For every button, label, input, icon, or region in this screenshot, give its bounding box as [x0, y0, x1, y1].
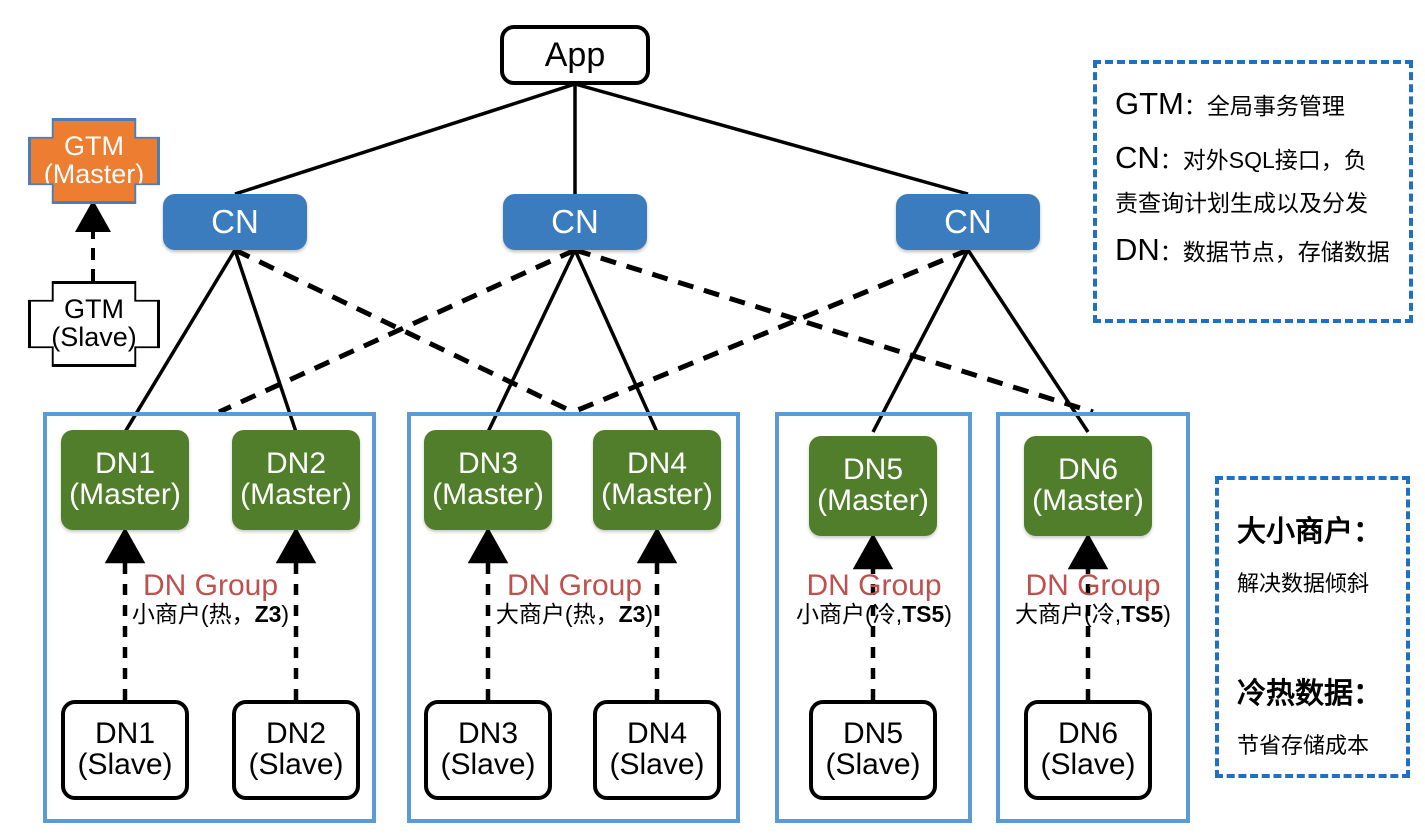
dn-group-caption-4: DN Group 大商户(冷,TS5) [998, 570, 1188, 628]
link-cn2-dn3 [486, 249, 577, 433]
dn-master-5-label-2: (Master) [817, 484, 929, 517]
link-cn1-dn2 [233, 249, 298, 433]
link-cn1-group2 [233, 247, 575, 415]
dn-master-node-5[interactable]: DN5 (Master) [809, 436, 937, 536]
app-to-cn-links [234, 82, 969, 196]
dn-group-4-subtitle: 大商户(冷,TS5) [1015, 600, 1171, 627]
dn-slave-4-label-1: DN4 [626, 717, 687, 751]
dn-group-box-3 [775, 412, 972, 823]
dn-slave-1-label-1: DN1 [94, 717, 155, 751]
dn-slave-2-label-2: (Slave) [248, 748, 344, 781]
dn-group-1-title: DN Group [142, 569, 279, 602]
dn-group-caption-3: DN Group 小商户(冷,TS5) [779, 570, 969, 628]
dn-slave-node-5[interactable]: DN5 (Slave) [809, 700, 937, 800]
dn-master-node-2[interactable]: DN2 (Master) [232, 430, 360, 530]
cn-to-dn-dashed-links [217, 247, 1094, 415]
cn-node-3-label: CN [944, 203, 992, 241]
cn-node-1[interactable]: CN [163, 194, 307, 250]
dn-master-node-4[interactable]: DN4 (Master) [593, 430, 721, 530]
dn-slave-node-1[interactable]: DN1 (Slave) [61, 700, 189, 800]
dn-group-3-subtitle: 小商户(冷,TS5) [796, 600, 952, 627]
dn-master-4-label-1: DN4 [626, 447, 687, 481]
cn-node-1-label: CN [211, 203, 259, 241]
gtm-slave-label-1: GTM [64, 294, 124, 325]
legend-feature-2-body: 节省存储成本 [1237, 733, 1370, 758]
legend-dn-sep: ： [1159, 239, 1183, 265]
cn-node-2-label: CN [551, 203, 599, 241]
dn-master-6-label-1: DN6 [1057, 453, 1118, 487]
link-cn3-group2 [572, 247, 969, 415]
dn-group-4-title: DN Group [1025, 569, 1161, 602]
dn-group-2-subtitle: 大商户(热，Z3) [495, 600, 654, 627]
legend-row-dn: DN ： 数据节点，存储数据 [1115, 232, 1395, 268]
dn-master-node-1[interactable]: DN1 (Master) [61, 430, 189, 530]
dn-slave-node-3[interactable]: DN3 (Slave) [424, 700, 552, 800]
dn-master-2-label-1: DN2 [265, 447, 326, 481]
cn-to-dn-solid-links [123, 249, 1090, 433]
dn-master-1-label-2: (Master) [69, 478, 181, 511]
legend-dn-key: DN [1115, 232, 1160, 267]
dn-group-caption-2: DN Group 大商户(热，Z3) [427, 570, 722, 628]
legend-dn-value: 数据节点，存储数据 [1182, 239, 1390, 265]
dn-master-1-label-1: DN1 [94, 447, 155, 481]
legend-feature-1-body: 解决数据倾斜 [1237, 571, 1370, 596]
dn-slave-5-label-1: DN5 [842, 717, 903, 751]
link-app-cn1 [234, 82, 576, 196]
link-cn2-group1 [217, 247, 577, 415]
dn-master-3-label-2: (Master) [432, 478, 544, 511]
dn-slave-5-label-2: (Slave) [825, 748, 921, 781]
dn-slave-node-6[interactable]: DN6 (Slave) [1024, 700, 1152, 800]
dn-group-3-title: DN Group [806, 569, 942, 602]
dn-group-box-1 [43, 412, 376, 823]
legend-roles-box: GTM ： 全局事务管理 CN ： 对外SQL接口，负 责查询计划生成以及分发 … [1093, 60, 1413, 323]
dn-slave-2-label-1: DN2 [265, 717, 326, 751]
link-cn2-dn4 [573, 249, 659, 433]
legend-feature-2-heading: 冷热数据： [1237, 678, 1383, 710]
legend-gtm-key: GTM [1115, 86, 1184, 121]
dn-slave-node-4[interactable]: DN4 (Slave) [593, 700, 721, 800]
dn-slave-4-label-2: (Slave) [609, 748, 705, 781]
dn-master-4-label-2: (Master) [601, 478, 713, 511]
dn-slave-1-label-2: (Slave) [77, 748, 173, 781]
legend-cn-sep: ： [1159, 147, 1183, 173]
legend-row-cn: CN ： 对外SQL接口，负 [1115, 140, 1395, 176]
cn-node-3[interactable]: CN [896, 194, 1040, 250]
legend-cn-value-wrap: 责查询计划生成以及分发 [1115, 190, 1368, 216]
legend-row-gtm: GTM ： 全局事务管理 [1115, 86, 1395, 122]
dn-group-box-4 [996, 412, 1190, 823]
link-cn3-dn5 [871, 249, 970, 433]
app-node[interactable]: App [500, 25, 650, 85]
legend-features-box: 大小商户： 解决数据倾斜 冷热数据： 节省存储成本 [1215, 476, 1410, 778]
dn-slave-6-label-1: DN6 [1057, 717, 1118, 751]
gtm-master-label-2: (Master) [43, 159, 145, 189]
dn-slave-6-label-2: (Slave) [1040, 748, 1136, 781]
dn-replication-links [104, 527, 1109, 700]
dn-master-node-3[interactable]: DN3 (Master) [424, 430, 552, 530]
legend-feature-1-heading: 大小商户： [1237, 516, 1383, 548]
dn-master-2-label-2: (Master) [240, 478, 352, 511]
dn-group-caption-1: DN Group 小商户(热，Z3) [63, 570, 358, 628]
link-app-cn3 [574, 82, 969, 196]
dn-master-3-label-1: DN3 [457, 447, 518, 481]
legend-gtm-sep: ： [1183, 93, 1207, 119]
dn-group-2-title: DN Group [506, 569, 643, 602]
app-label: App [544, 35, 606, 74]
dn-group-1-subtitle: 小商户(热，Z3) [131, 600, 290, 627]
dn-slave-node-2[interactable]: DN2 (Slave) [232, 700, 360, 800]
legend-cn-key: CN [1115, 140, 1160, 175]
link-cn1-dn1 [123, 249, 237, 433]
dn-slave-3-label-2: (Slave) [440, 748, 536, 781]
dn-group-box-2 [407, 412, 740, 823]
dn-slave-3-label-1: DN3 [457, 717, 518, 751]
link-cn2-group4 [574, 247, 1094, 415]
cn-node-2[interactable]: CN [503, 194, 647, 250]
legend-cn-value: 对外SQL接口，负 [1182, 147, 1367, 173]
gtm-slave-label-2: (Slave) [51, 322, 137, 352]
legend-gtm-value: 全局事务管理 [1206, 93, 1345, 119]
dn-master-6-label-2: (Master) [1032, 484, 1144, 517]
gtm-master-label-1: GTM [64, 131, 124, 162]
dn-master-5-label-1: DN5 [842, 453, 903, 487]
dn-master-node-6[interactable]: DN6 (Master) [1024, 436, 1152, 536]
